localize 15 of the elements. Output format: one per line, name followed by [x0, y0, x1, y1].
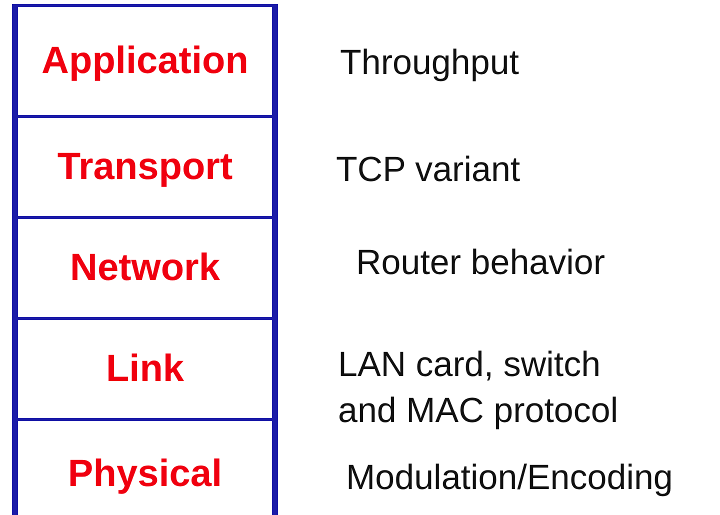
layer-note: LAN card, switch and MAC protocol — [338, 344, 620, 432]
layer-name: Transport — [57, 146, 233, 188]
layer-box — [12, 418, 278, 515]
layer-name: Physical — [68, 453, 222, 496]
layer-box — [12, 115, 278, 216]
layer-box — [12, 216, 278, 317]
layer-note: Modulation/Encoding — [346, 457, 674, 499]
layer-note: TCP variant — [336, 149, 522, 191]
layer-box — [12, 4, 278, 115]
layer-name: Application — [42, 40, 248, 82]
layer-note: Router behavior — [356, 242, 606, 284]
layer-note: Throughput — [340, 42, 520, 84]
layer-box — [12, 317, 278, 418]
layer-name: Network — [70, 246, 220, 290]
layer-name: Link — [106, 348, 184, 390]
